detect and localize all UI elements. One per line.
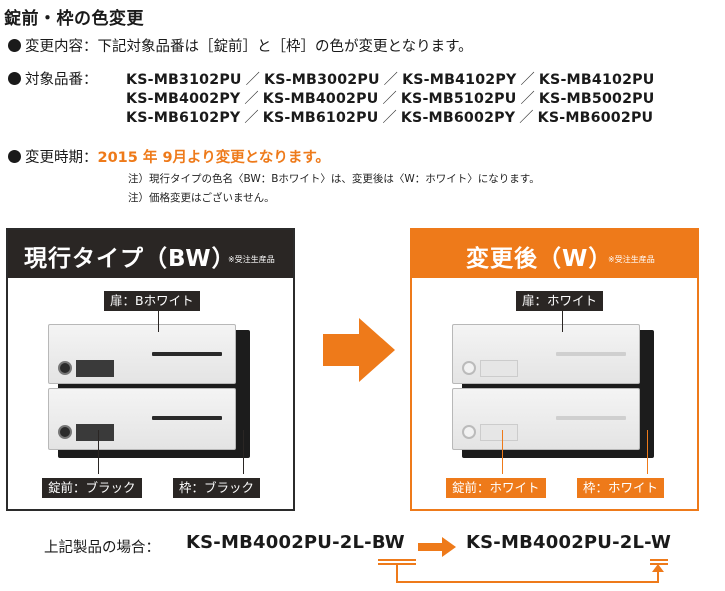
code-change-connector <box>378 559 668 583</box>
current-type-title: 現行タイプ（BW） <box>24 246 236 272</box>
target-code: KS-MB4102PU <box>538 72 655 88</box>
period-value: 2015 年 9月より変更となります。 <box>97 150 330 166</box>
new-type-header: 変更後（W） ※受注生産品 <box>412 230 697 278</box>
target-code-row: KS-MB6102PY／KS-MB6102PU／KS-MB6002PY／KS-M… <box>126 109 653 128</box>
new-type-note: ※受注生産品 <box>608 255 655 264</box>
target-code: KS-MB6102PU <box>262 110 379 126</box>
bullet-icon <box>8 72 21 85</box>
mail-slot <box>556 352 626 356</box>
mail-slot <box>556 416 626 420</box>
code-separator: ／ <box>244 110 259 126</box>
name-plate <box>76 424 114 441</box>
callout-line <box>562 310 563 332</box>
target-code: KS-MB6002PY <box>400 110 516 126</box>
dial-lock-icon <box>462 361 476 375</box>
change-row: 変更内容：下記対象品番は［錠前］と［枠］の色が変更となります。 <box>8 37 473 57</box>
frame-color-label: 枠：ブラック <box>173 478 261 498</box>
door-color-label: 扉：Bホワイト <box>104 291 200 311</box>
code-separator: ／ <box>520 91 535 107</box>
door-color-label: 扉：ホワイト <box>516 291 604 311</box>
name-plate <box>76 360 114 377</box>
dial-lock-icon <box>58 425 72 439</box>
target-code: KS-MB5002PU <box>538 91 655 107</box>
new-type-title: 変更後（W） <box>466 246 613 272</box>
arrow-right-icon <box>323 318 395 382</box>
target-code: KS-MB5102PU <box>400 91 517 107</box>
callout-line <box>243 430 244 474</box>
page-title: 錠前・枠の色変更 <box>4 9 144 29</box>
callout-line <box>502 430 503 474</box>
new-type-panel: 変更後（W） ※受注生産品 扉：ホワイト 錠前：ホワイト 枠：ホワイト <box>410 228 699 511</box>
code-separator: ／ <box>244 91 259 107</box>
target-code: KS-MB4002PY <box>126 91 241 107</box>
arrow-right-icon <box>418 537 456 557</box>
code-separator: ／ <box>519 110 534 126</box>
lock-color-label: 錠前：ブラック <box>42 478 142 498</box>
target-code-row: KS-MB4002PY／KS-MB4002PU／KS-MB5102PU／KS-M… <box>126 90 655 109</box>
period-row: 変更時期：2015 年 9月より変更となります。 <box>8 148 330 168</box>
target-code-row: KS-MB3102PU／KS-MB3002PU／KS-MB4102PY／KS-M… <box>126 71 655 90</box>
bullet-icon <box>8 39 21 52</box>
callout-line <box>98 430 99 474</box>
target-code: KS-MB3002PU <box>264 72 380 88</box>
mail-slot <box>152 416 222 420</box>
target-code: KS-MB6002PU <box>537 110 654 126</box>
change-text: 下記対象品番は［錠前］と［枠］の色が変更となります。 <box>97 39 473 55</box>
name-plate <box>480 424 518 441</box>
code-separator: ／ <box>382 110 397 126</box>
callout-line <box>647 430 648 474</box>
current-type-header: 現行タイプ（BW） ※受注生産品 <box>8 230 293 278</box>
target-code: KS-MB6102PY <box>126 110 241 126</box>
mailbox-current-image <box>48 324 250 458</box>
current-type-panel: 現行タイプ（BW） ※受注生産品 扉：Bホワイト 錠前：ブラック 枠：ブラック <box>6 228 295 511</box>
callout-line <box>158 310 159 332</box>
note-color-name: 注）現行タイプの色名〈BW：Bホワイト〉は、変更後は〈W：ホワイト〉になります。 <box>128 173 540 185</box>
frame-color-label: 枠：ホワイト <box>577 478 665 498</box>
bullet-icon <box>8 150 21 163</box>
lock-color-label: 錠前：ホワイト <box>446 478 546 498</box>
dial-lock-icon <box>58 361 72 375</box>
old-product-code: KS-MB4002PU-2L-BW <box>186 532 405 553</box>
targets-label: 対象品番： <box>25 72 98 88</box>
mailbox-new-image <box>452 324 654 458</box>
targets-row: 対象品番： <box>8 70 98 90</box>
new-product-code: KS-MB4002PU-2L-W <box>466 532 672 553</box>
current-type-note: ※受注生産品 <box>228 255 275 264</box>
dial-lock-icon <box>462 425 476 439</box>
code-separator: ／ <box>382 91 397 107</box>
name-plate <box>480 360 518 377</box>
code-separator: ／ <box>520 72 535 88</box>
target-code: KS-MB4002PU <box>262 91 379 107</box>
target-code: KS-MB4102PY <box>402 72 517 88</box>
code-separator: ／ <box>383 72 399 88</box>
target-code: KS-MB3102PU <box>126 72 242 88</box>
note-price: 注）価格変更はございません。 <box>128 192 275 204</box>
period-label: 変更時期： <box>25 150 98 166</box>
change-label: 変更内容： <box>25 39 98 55</box>
code-separator: ／ <box>245 72 261 88</box>
example-label: 上記製品の場合： <box>44 540 160 556</box>
mail-slot <box>152 352 222 356</box>
